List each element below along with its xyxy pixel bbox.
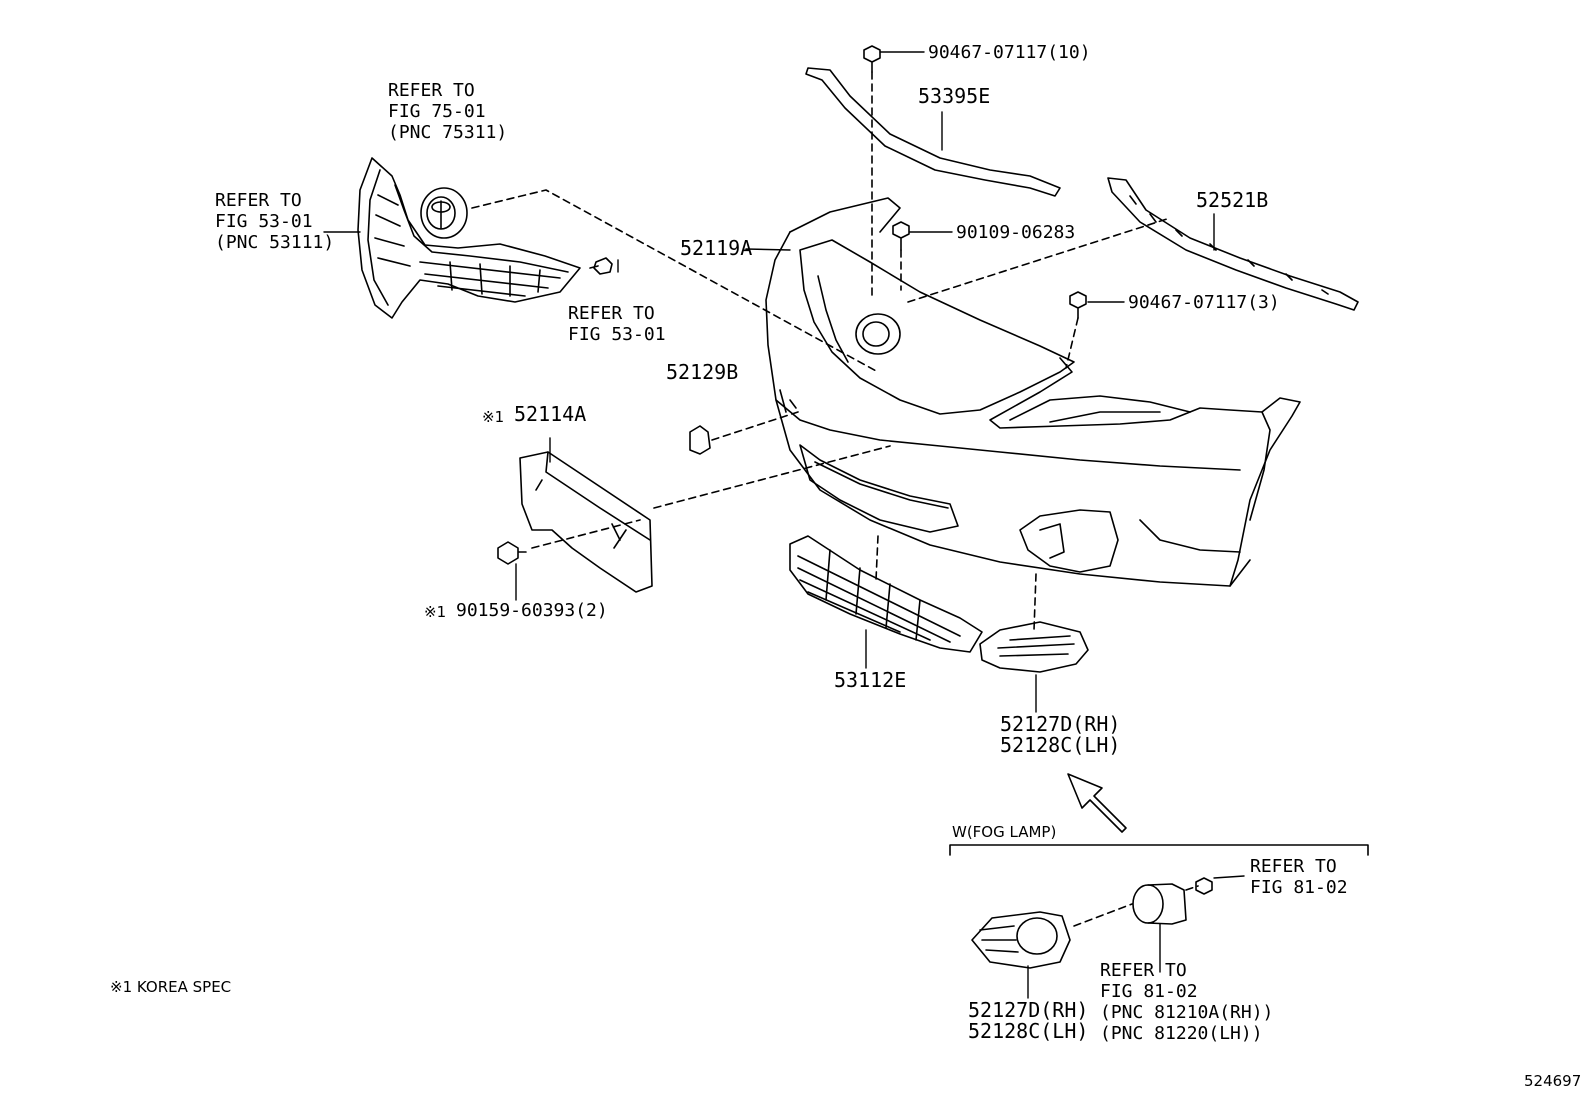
fog-cover-lh-label: 52128C(LH)	[1000, 733, 1121, 757]
retainer-side-label: 52521B	[1196, 188, 1269, 212]
bolt-mid-label: 90109-06283	[956, 222, 1076, 243]
leader-lines	[323, 51, 1245, 999]
assembly-arrow	[1067, 773, 1127, 833]
top-retainer-part	[805, 67, 1061, 197]
fog-lamp-ref-1: REFER TO	[1100, 960, 1187, 981]
bracket-label: 52114A	[514, 402, 587, 426]
grille-screw-ref-1: REFER TO	[568, 303, 655, 324]
grille-screw-ref-2: FIG 53-01	[568, 324, 666, 345]
fog-cover2-lh-label: 52128C(LH)	[968, 1019, 1089, 1043]
fog-group-label: W(FOG LAMP)	[952, 823, 1057, 841]
lower-grille-label: 53112E	[834, 668, 907, 692]
fog-cover-rh-label: 52127D(RH)	[1000, 712, 1121, 736]
fog-lamp-group-art	[949, 844, 1369, 969]
grille-ref-2: FIG 53-01	[215, 211, 313, 232]
grille-emblem-ref-1: REFER TO	[388, 80, 475, 101]
fog-screw-ref-2: FIG 81-02	[1250, 877, 1348, 898]
retainer-top-label: 53395E	[918, 84, 991, 108]
korea-spec-note: ※1 KOREA SPEC	[110, 978, 232, 996]
side-retainer-part	[1107, 177, 1359, 311]
figure-id: 524697	[1524, 1072, 1582, 1090]
bracket-screw-label: 90159-60393(2)	[456, 600, 608, 621]
fog-cover2-rh-label: 52127D(RH)	[968, 998, 1089, 1022]
dashed-leaders	[471, 71, 1199, 927]
bracket-screw-part	[497, 541, 527, 565]
grille-emblem-part	[420, 187, 468, 239]
fog-lamp-ref-2: FIG 81-02	[1100, 981, 1198, 1002]
fog-cover-part	[979, 621, 1089, 673]
grille-ref-1: REFER TO	[215, 190, 302, 211]
grille-emblem-ref-3: (PNC 75311)	[388, 122, 508, 143]
bolt-parts	[863, 45, 1087, 319]
fog-screw-ref-1: REFER TO	[1250, 856, 1337, 877]
grille-ref-3: (PNC 53111)	[215, 232, 335, 253]
bracket-screw-mark: ※1	[424, 603, 447, 621]
bolt-side-label: 90467-07117(3)	[1128, 292, 1280, 313]
upper-grille-part	[357, 157, 581, 319]
bumper-cover-part	[765, 197, 1301, 587]
bumper-cover-label: 52119A	[680, 236, 753, 260]
bracket-mark: ※1	[482, 408, 505, 426]
cap-label: 52129B	[666, 360, 739, 384]
lower-grille-part	[789, 535, 983, 653]
fog-lamp-ref-3: (PNC 81210A(RH))	[1100, 1002, 1274, 1023]
fog-lamp-ref-4: (PNC 81220(LH))	[1100, 1023, 1263, 1044]
bolt-top-label: 90467-07117(10)	[928, 42, 1091, 63]
cap-part	[689, 425, 711, 455]
grille-screw-part	[589, 257, 613, 275]
grille-emblem-ref-2: FIG 75-01	[388, 101, 486, 122]
